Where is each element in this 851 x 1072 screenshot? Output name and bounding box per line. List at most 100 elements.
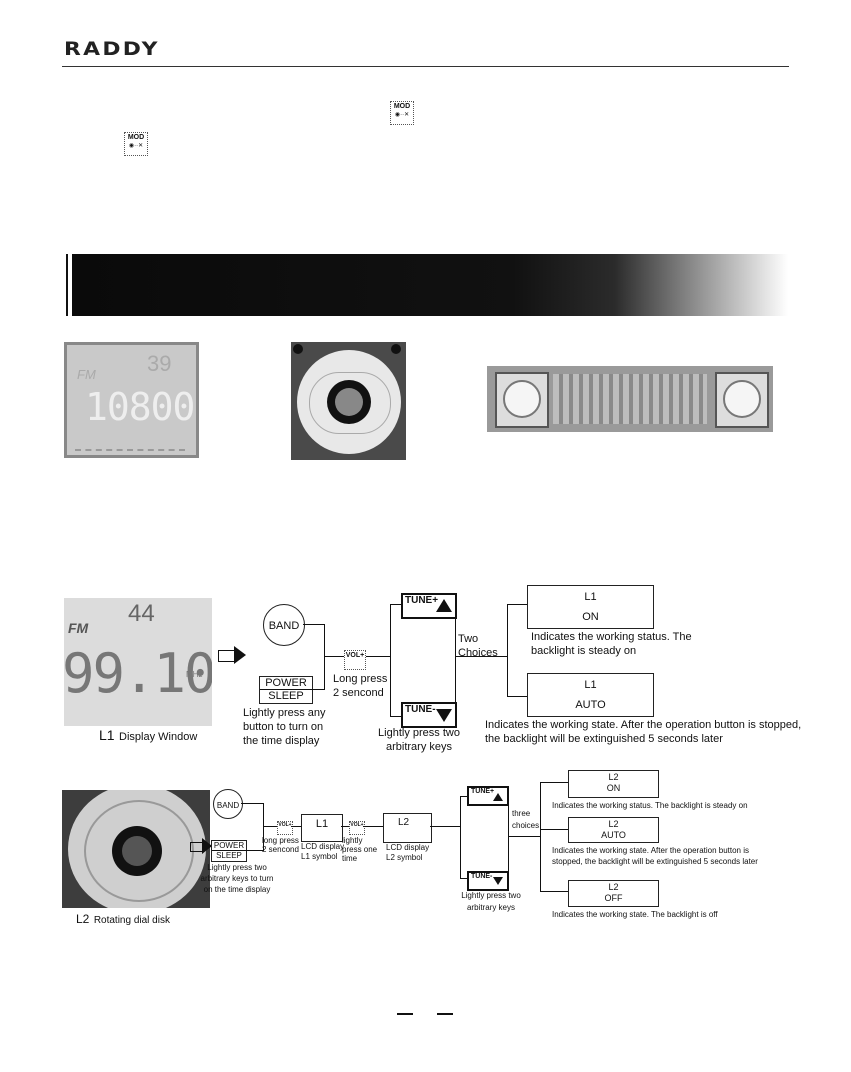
lcd-photo: FM 39 10800 <box>64 342 199 458</box>
lcd-photo-top: 39 <box>147 351 172 376</box>
triangle-down-icon <box>436 709 452 722</box>
power-label-1: POWER <box>260 677 312 690</box>
mod-icon-sub: ◉··✕ <box>394 112 410 118</box>
l2-caption-code: L2 <box>76 912 90 926</box>
line2-f <box>341 826 349 827</box>
l2-auto-box: L2 AUTO <box>568 817 659 843</box>
l2-auto-desc: Indicates the working state. After the o… <box>552 846 758 866</box>
sleep-label-1: SLEEP <box>268 690 304 702</box>
l2-caption-text: Rotating dial disk <box>93 915 170 926</box>
tune-up-label-2: TUNE+ <box>471 788 495 795</box>
l1-auto-desc: Indicates the working state. After the o… <box>485 719 802 745</box>
tune-up-label-1: TUNE+ <box>405 595 439 606</box>
line-l <box>507 604 527 605</box>
sleep-label-2: SLEEP <box>216 851 242 860</box>
l2-auto-value: AUTO <box>601 830 626 840</box>
power-note-1: Lightly press any button to turn on the … <box>243 707 326 747</box>
header-divider <box>62 66 789 67</box>
line2-n <box>540 782 541 892</box>
l1-caption-code: L1 <box>99 727 115 743</box>
vol-icon-2: VOL+ <box>277 821 293 835</box>
power-label-2: POWER <box>212 841 246 851</box>
mod-icon-sub-2: ◉··✕ <box>128 143 144 149</box>
flow-arrow-2 <box>190 842 203 852</box>
line2-p <box>540 829 568 830</box>
tune-down-button-2: TUNE- <box>467 871 509 891</box>
vol-icon-1-label: VOL+ <box>345 652 365 659</box>
line-h <box>390 716 402 717</box>
line2-h <box>430 826 460 827</box>
power-sleep-button-1: POWER SLEEP <box>259 676 313 704</box>
band-button-1: BAND <box>263 604 305 646</box>
line2-g <box>363 826 383 827</box>
vol-icon-3: VOL+ <box>349 821 365 835</box>
line2-q <box>540 891 568 892</box>
lcd-photo-freq: 10800 <box>85 385 195 429</box>
line2-a <box>241 803 263 804</box>
mod-button-icon-2: MOD ◉··✕ <box>124 132 148 156</box>
tune-note-2: Lightly press two arbitrary keys <box>461 891 521 912</box>
l2-caption: L2 Rotating dial disk <box>76 910 170 928</box>
band-button-2: BAND <box>213 789 243 819</box>
line2-e <box>291 826 301 827</box>
l2-dial-photo <box>62 790 210 908</box>
tune-up-button-1: TUNE+ <box>401 593 457 619</box>
l1-on-desc: Indicates the working status. The backli… <box>531 631 692 657</box>
l1-auto-code: L1 <box>584 679 597 691</box>
l1-auto-box: L1 AUTO <box>527 673 654 717</box>
l1-symbol-box: L1 <box>301 814 343 842</box>
line2-c <box>263 803 264 851</box>
page-number-mark-1 <box>397 1013 413 1015</box>
vol-icon-1: VOL+ <box>344 650 366 670</box>
band-label-1: BAND <box>268 620 300 632</box>
triangle-up-icon-2 <box>493 793 503 801</box>
line2-d <box>263 826 277 827</box>
mod-icon-label-2: MOD <box>127 134 145 141</box>
triangle-up-icon <box>436 599 452 612</box>
band-label-2: BAND <box>216 801 240 810</box>
l2-symbol-note: LCD display L2 symbol <box>386 843 430 862</box>
line2-i <box>460 796 461 878</box>
l1-symbol-label: L1 <box>315 818 329 830</box>
flow-arrow-1-head <box>234 646 246 664</box>
line-k <box>507 604 508 696</box>
section-banner <box>66 254 788 316</box>
l1-symbol-note: LCD display L1 symbol <box>301 842 345 861</box>
l2-off-value: OFF <box>604 893 623 903</box>
line2-j <box>460 796 468 797</box>
mod-icon-label: MOD <box>393 103 411 110</box>
long-press-2: long press 2 sencond <box>262 836 299 854</box>
lightly-one-time: lightly press one time <box>342 836 378 863</box>
l1-lcd-photo: FM 44 99.10 MHz <box>64 598 212 726</box>
power-note-2: Lightly press two arbitrary keys to turn… <box>200 863 274 894</box>
tune-up-button-2: TUNE+ <box>467 786 509 806</box>
l1-lcd-top: 44 <box>128 600 155 627</box>
long-press-1: Long press 2 sencond <box>333 673 388 699</box>
l2-on-box: L2 ON <box>568 770 659 798</box>
tune-note-1: Lightly press two arbitrary keys <box>378 727 460 753</box>
l1-on-value: ON <box>582 611 599 623</box>
l2-on-code: L2 <box>608 772 619 782</box>
l1-lcd-freq: 99.10 <box>64 642 212 705</box>
vol-icon-2-label: VOL+ <box>278 822 292 828</box>
l1-caption: L1 Display Window <box>99 727 197 745</box>
page-number-mark-2 <box>437 1013 453 1015</box>
speaker-panel-photo <box>487 366 773 432</box>
l1-auto-value: AUTO <box>575 699 606 711</box>
line-c <box>324 624 325 690</box>
line-j <box>455 656 507 657</box>
l2-off-code: L2 <box>608 882 619 892</box>
l2-on-value: ON <box>606 783 621 793</box>
line-b <box>311 689 324 690</box>
line-a <box>303 624 324 625</box>
l1-caption-text: Display Window <box>119 731 198 743</box>
line2-o <box>540 782 568 783</box>
line2-l <box>508 796 509 878</box>
l1-lcd-unit: MHz <box>186 670 203 679</box>
tune-down-label-2: TUNE- <box>471 873 493 880</box>
l1-on-code: L1 <box>584 591 597 603</box>
line2-m <box>508 836 540 837</box>
l2-off-desc: Indicates the working state. The backlig… <box>552 910 718 919</box>
l2-symbol-label: L2 <box>398 817 410 828</box>
line2-k <box>460 878 468 879</box>
